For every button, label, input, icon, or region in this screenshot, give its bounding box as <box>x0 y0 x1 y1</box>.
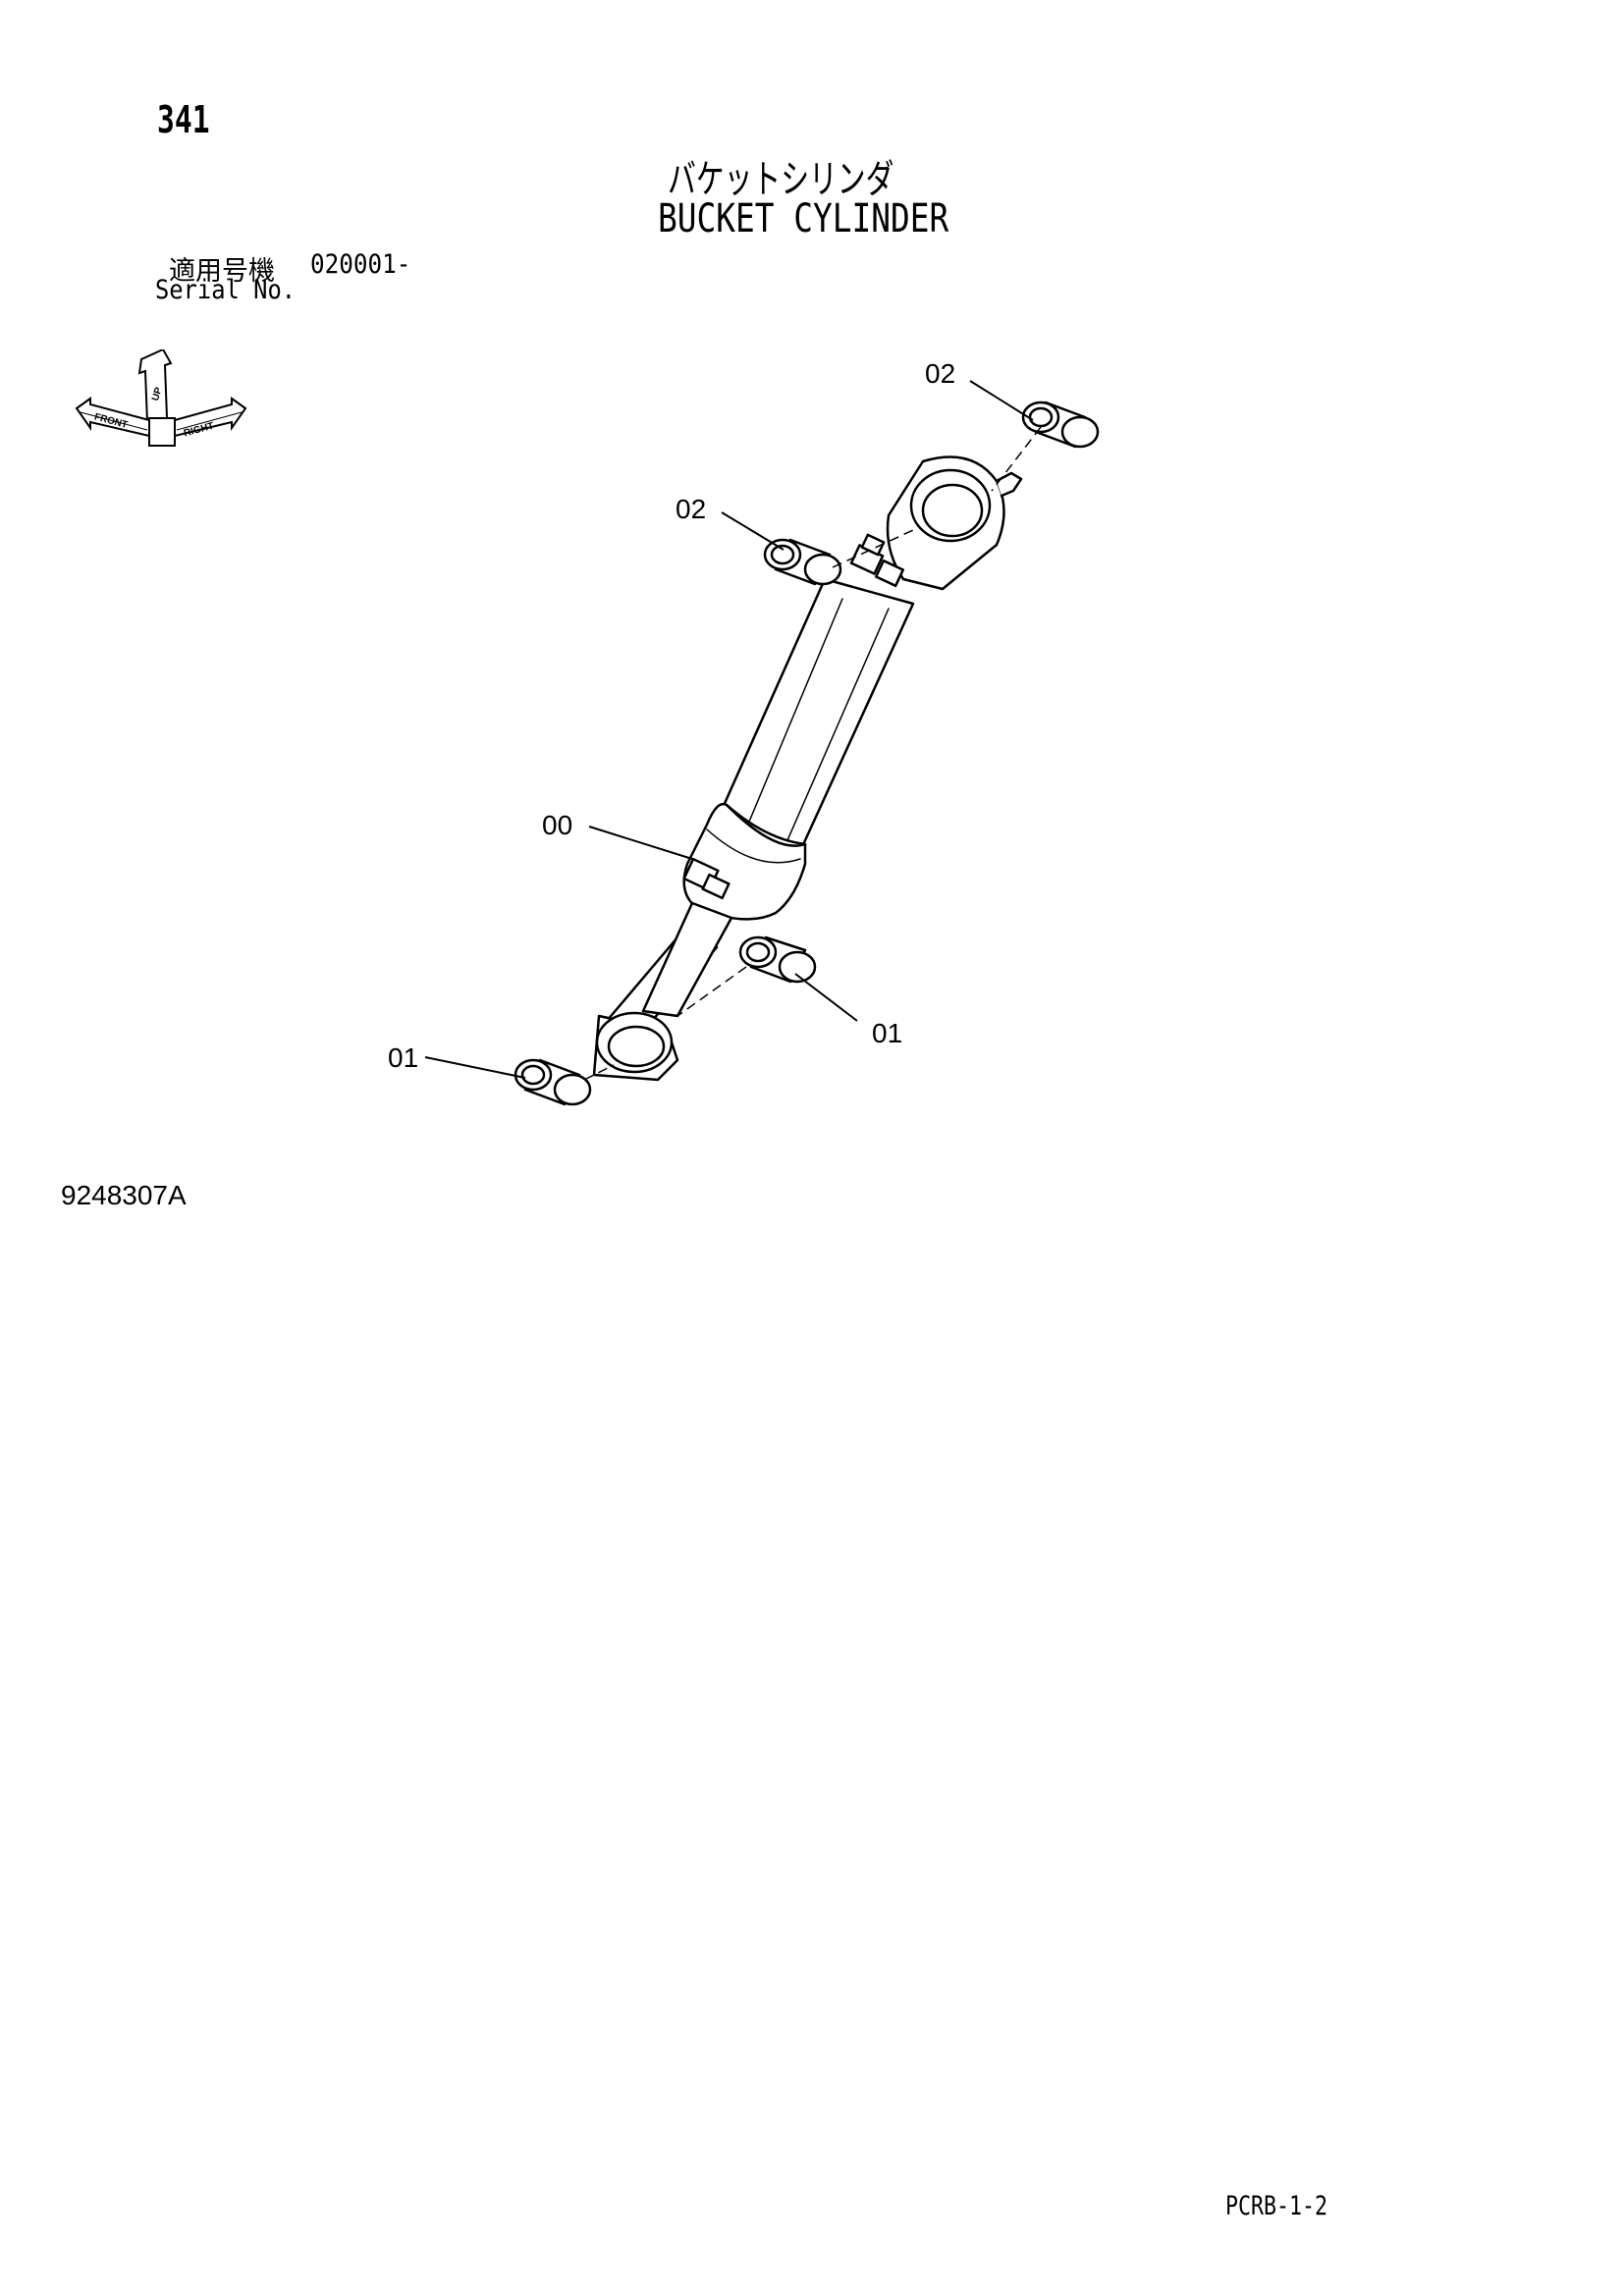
orientation-indicator: UP FRONT RIGHT <box>75 349 247 447</box>
leader-top-left <box>721 511 785 551</box>
centerline-bottom-left <box>583 1064 615 1081</box>
bushing-02-top-left <box>763 538 842 586</box>
callout-top-right-bushing: 02 <box>925 358 955 389</box>
head-clamp <box>849 533 905 588</box>
bushing-01-bottom-left <box>514 1058 592 1106</box>
callout-top-left-bushing: 02 <box>676 494 706 524</box>
centerline-bottom <box>677 966 747 1017</box>
title-japanese: バケットシリンダ <box>668 157 894 202</box>
callout-bottom-right-bushing: 01 <box>872 1018 902 1048</box>
bushing-02-top-right <box>1021 400 1100 449</box>
serial-label-japanese: 適用号機 <box>169 256 275 287</box>
bushing-01-bottom-right <box>738 935 817 984</box>
leader-top-right <box>969 380 1034 421</box>
figure-code: 9248307A <box>61 1180 187 1210</box>
page-title: BUCKET CYLINDER <box>658 196 949 241</box>
rod-lower <box>641 901 733 1018</box>
leader-cylinder <box>588 826 693 860</box>
cylinder-head <box>886 455 1023 591</box>
callout-cylinder-assembly: 00 <box>542 810 572 840</box>
gland-clamp <box>682 857 731 900</box>
callout-bottom-left-bushing: 01 <box>388 1042 418 1073</box>
up-label: UP <box>150 386 165 402</box>
leader-bottom-left <box>424 1056 526 1079</box>
serial-label: Serial No. <box>155 275 297 305</box>
rod-eye <box>592 1011 679 1082</box>
centerline-top-right <box>991 426 1042 492</box>
leader-bottom-right <box>794 973 858 1022</box>
serial-range: 020001- <box>310 249 411 280</box>
page-number: 341 <box>157 98 210 141</box>
page-code: PCRB-1-2 <box>1225 2191 1328 2221</box>
